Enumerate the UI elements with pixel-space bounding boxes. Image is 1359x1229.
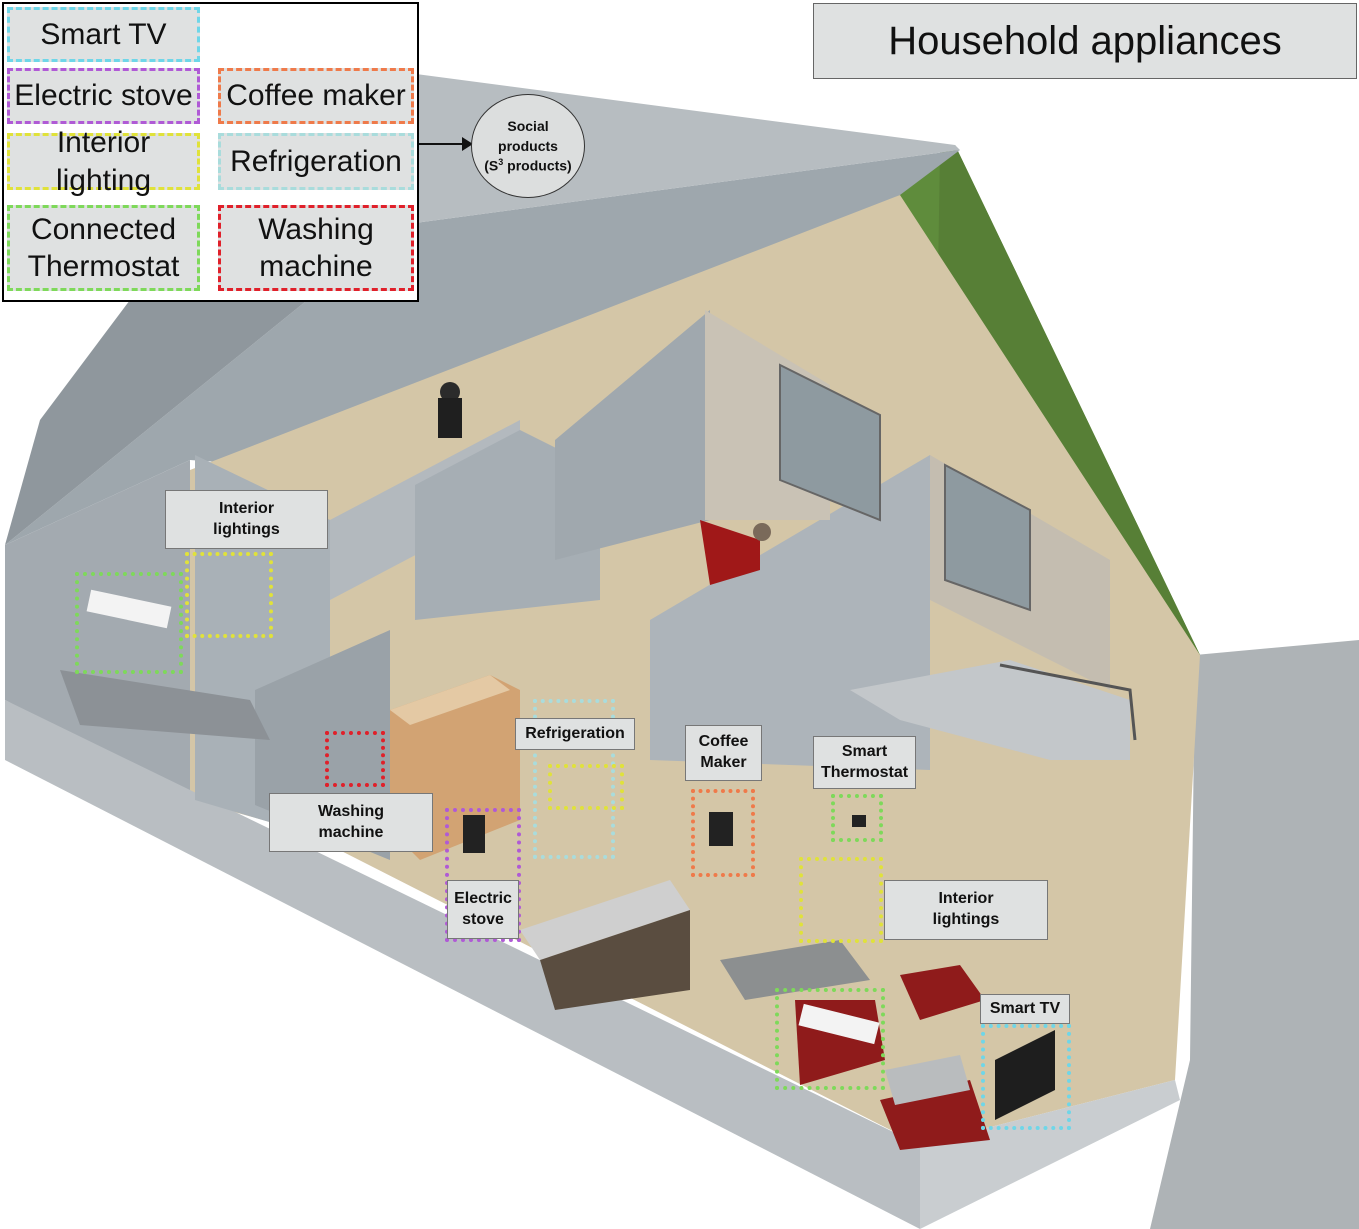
zone-thermostat-ac-living xyxy=(775,988,885,1090)
callout-smart-tv: Smart TV xyxy=(980,994,1070,1024)
legend-coffee-maker-label: Coffee maker xyxy=(226,79,406,113)
coffee-machine xyxy=(709,812,733,846)
callout-coffee-maker: Coffee Maker xyxy=(685,725,762,781)
window-left xyxy=(779,363,881,522)
zone-thermostat-bedroom xyxy=(75,572,183,674)
ac-unit-left xyxy=(86,589,172,629)
callout-smart-thermostat: Smart Thermostat xyxy=(813,736,916,789)
social-products-line2: products xyxy=(498,137,558,154)
zone-coffee-maker xyxy=(691,789,755,877)
callout-interior-lightings-right: Interior lightings xyxy=(884,880,1048,940)
legend-connected-thermostat: Connected Thermostat xyxy=(7,205,200,291)
stove-hood xyxy=(463,815,485,853)
back-wall xyxy=(5,150,960,545)
legend-refrigeration: Refrigeration xyxy=(218,133,414,190)
zone-lighting-kitchen xyxy=(548,764,624,810)
legend-refrigeration-label: Refrigeration xyxy=(230,144,402,178)
legend-electric-stove-label: Electric stove xyxy=(14,79,193,113)
callout-interior-lightings-left: Interior lightings xyxy=(165,490,328,549)
ac-unit-right xyxy=(798,1003,880,1045)
legend-electric-stove: Electric stove xyxy=(7,68,200,124)
zone-lighting-bedroom xyxy=(185,552,273,638)
legend-connected-thermostat-label: Connected Thermostat xyxy=(27,212,180,284)
zone-lighting-living xyxy=(799,857,883,943)
legend-smart-tv: Smart TV xyxy=(7,7,200,62)
staircase xyxy=(850,660,1130,760)
social-products-line1: Social xyxy=(507,118,549,135)
page-title-text: Household appliances xyxy=(888,18,1282,63)
callout-washing-machine: Washing machine xyxy=(269,793,433,852)
zone-smart-tv xyxy=(981,1024,1071,1130)
zone-refrigeration xyxy=(533,699,615,859)
legend-smart-tv-label: Smart TV xyxy=(40,17,167,51)
kitchen-counter xyxy=(520,880,690,960)
legend-interior-lighting-label: Interior lighting xyxy=(55,126,152,197)
legend-coffee-maker: Coffee maker xyxy=(218,68,414,124)
pavement-area xyxy=(1150,640,1359,1229)
thermostat-device xyxy=(852,815,866,827)
zone-thermostat-living xyxy=(831,794,883,842)
legend-arrow-head xyxy=(462,137,473,151)
legend-arrow-line xyxy=(419,143,469,145)
callout-electric-stove: Electric stove xyxy=(447,880,519,939)
coffee-table xyxy=(885,1055,970,1105)
dining-table xyxy=(720,940,870,1000)
tv-set xyxy=(995,1030,1055,1120)
page-title: Household appliances xyxy=(813,3,1357,79)
inner-wall-4 xyxy=(415,430,600,620)
social-products-line3: (S3 products) xyxy=(484,157,572,175)
legend-washing-machine: Washing machine xyxy=(218,205,414,291)
legend-interior-lighting: Interior lighting xyxy=(7,126,200,197)
red-rug xyxy=(700,520,760,585)
inner-wall-5 xyxy=(555,310,710,560)
window-right xyxy=(944,463,1031,612)
front-wall xyxy=(5,700,920,1229)
sofa-top xyxy=(900,965,985,1020)
zone-washing-machine xyxy=(325,731,385,787)
bed xyxy=(60,670,270,740)
social-products-circle: Social products (S3 products) xyxy=(471,94,585,198)
legend-washing-machine-label: Washing machine xyxy=(258,212,374,284)
zone-electric-stove xyxy=(445,808,521,942)
callout-refrigeration: Refrigeration xyxy=(515,718,635,750)
